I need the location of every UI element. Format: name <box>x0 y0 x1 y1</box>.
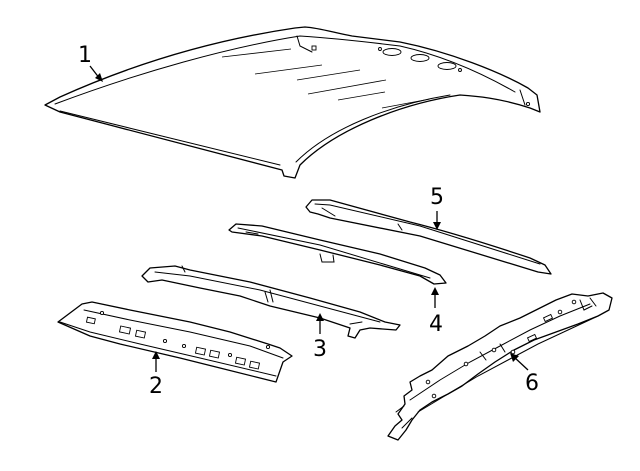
callout-1: 1 <box>78 43 103 82</box>
roof-bow-part-4[interactable] <box>228 223 447 285</box>
arrowhead <box>152 351 160 359</box>
arrowhead <box>433 222 441 230</box>
arrowhead <box>510 353 519 362</box>
roof-bow-part-3[interactable] <box>141 265 401 339</box>
callout-4: 4 <box>429 287 443 337</box>
arrowhead <box>431 287 439 295</box>
callout-label-5: 5 <box>430 185 444 210</box>
roof-panel-part-1[interactable] <box>44 26 541 179</box>
header-panel-part-2[interactable] <box>57 301 293 383</box>
callout-2: 2 <box>149 351 163 399</box>
callout-label-4: 4 <box>429 312 443 337</box>
callout-label-2: 2 <box>149 374 163 399</box>
callout-label-6: 6 <box>525 371 539 396</box>
arrowhead <box>316 313 324 321</box>
callout-6: 6 <box>510 353 539 396</box>
callout-3: 3 <box>313 313 327 362</box>
arrowhead <box>95 73 103 82</box>
callout-label-3: 3 <box>313 337 327 362</box>
roof-bow-part-5[interactable] <box>305 199 552 275</box>
callout-5: 5 <box>430 185 444 230</box>
side-rail-part-6[interactable] <box>387 292 613 441</box>
callout-label-1: 1 <box>78 43 92 68</box>
